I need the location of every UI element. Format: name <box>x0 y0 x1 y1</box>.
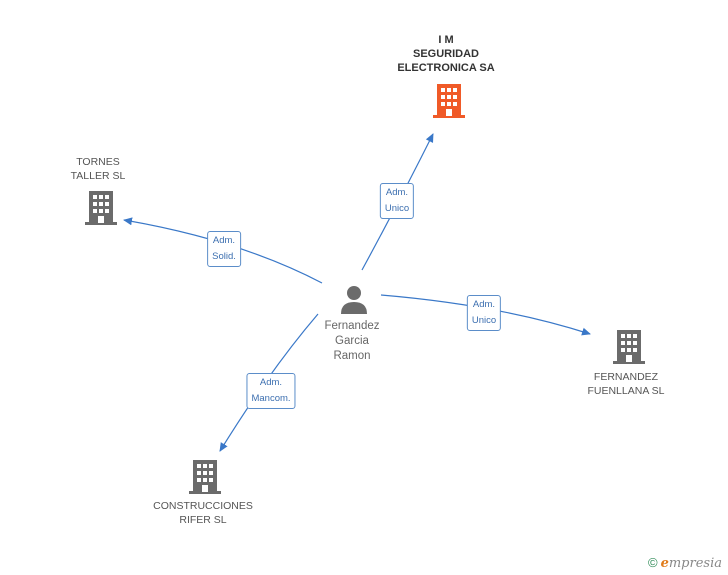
construcciones-node-label[interactable]: CONSTRUCCIONES RIFER SL <box>153 499 253 527</box>
edge-label-main-line-1: Adm. <box>385 187 409 198</box>
person-icon[interactable] <box>339 284 369 314</box>
edge-label-tornes-line-2: Solid. <box>212 251 236 262</box>
tornes-node-label[interactable]: TORNES TALLER SL <box>71 155 126 183</box>
fernandez-fuenllana-node-label-line-2: FUENLLANA SL <box>587 385 665 397</box>
brand-rest: mpresia <box>668 556 722 571</box>
construcciones-node-label-line-2: RIFER SL <box>179 514 227 526</box>
edge-label-fernandez-fuenllana-line-1: Adm. <box>472 299 496 310</box>
main-node-label-line-2: SEGURIDAD <box>412 48 479 60</box>
tornes-node-label-line-2: TALLER SL <box>70 170 126 182</box>
brand-logo: empresia <box>661 556 722 571</box>
fernandez-fuenllana-node-label[interactable]: FERNANDEZ FUENLLANA SL <box>587 370 664 398</box>
copyright-icon: © <box>647 555 658 570</box>
person-node-label-line-3: Ramon <box>333 350 371 362</box>
main-node-label[interactable]: I M SEGURIDAD ELECTRONICA SA <box>397 33 494 75</box>
edge-label-fernandez-fuenllana-line-2: Unico <box>471 315 497 326</box>
edge-label-tornes-line-1: Adm. <box>212 235 236 246</box>
main-node-label-line-3: ELECTRONICA SA <box>397 62 495 74</box>
edge-label-main-line-2: Unico <box>384 203 410 214</box>
edge-label-construcciones-line-1: Adm. <box>259 377 283 388</box>
edge-label-fernandez-fuenllana[interactable]: Adm. Unico <box>466 295 502 331</box>
building-icon[interactable] <box>433 84 465 118</box>
brand-initial: e <box>660 556 669 571</box>
building-icon[interactable] <box>189 460 221 494</box>
building-icon[interactable] <box>85 191 117 225</box>
edge-label-construcciones-line-2: Mancom. <box>251 393 291 404</box>
edge-label-main[interactable]: Adm. Unico <box>379 183 415 219</box>
main-node-label-line-1: I M <box>438 34 454 46</box>
construcciones-node-label-line-1: CONSTRUCCIONES <box>153 500 253 512</box>
person-node-label[interactable]: Fernandez Garcia Ramon <box>325 319 380 364</box>
fernandez-fuenllana-node-label-line-1: FERNANDEZ <box>593 371 659 383</box>
edge-label-construcciones[interactable]: Adm. Mancom. <box>246 373 296 409</box>
building-icon[interactable] <box>613 330 645 364</box>
person-node-label-line-1: Fernandez <box>324 320 380 332</box>
tornes-node-label-line-1: TORNES <box>76 156 120 168</box>
edge-label-tornes[interactable]: Adm. Solid. <box>207 231 241 267</box>
footer-brand: ©empresia <box>648 555 722 571</box>
person-node-label-line-2: Garcia <box>335 335 369 347</box>
